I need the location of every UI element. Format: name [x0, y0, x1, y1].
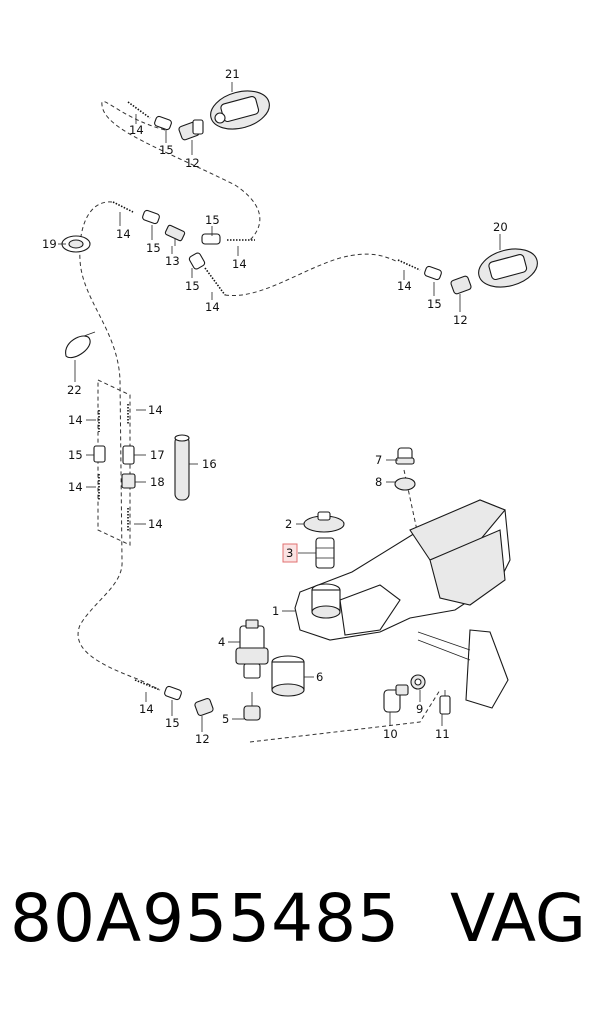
callout-21: 21: [225, 67, 240, 81]
t-connector-13: [164, 224, 186, 246]
grommet-8: [394, 477, 416, 491]
plug-7: [395, 447, 415, 465]
filler-neck: [311, 583, 341, 619]
callout-20: 20: [493, 220, 508, 234]
callout-15: 15: [427, 297, 442, 311]
spring-14-right: [397, 259, 421, 271]
callout-14: 14: [148, 517, 163, 531]
washer-jet-21: [210, 90, 270, 130]
gasket-9: [410, 674, 426, 690]
sleeve-15-r2c: [188, 252, 206, 270]
part-number: 80A955485: [10, 880, 401, 957]
washer-jet-20: [478, 248, 538, 288]
callout-15: 15: [146, 241, 161, 255]
connector-18-kit: [121, 473, 136, 489]
callout-22: 22: [67, 383, 82, 397]
washer-reservoir-1: [294, 499, 511, 709]
spring-14-top: [127, 101, 151, 119]
sleeve-15-kit: [93, 445, 106, 463]
callout-15: 15: [68, 448, 83, 462]
callout-14: 14: [148, 403, 163, 417]
filler-cap-2: [303, 511, 345, 533]
highlight-box-3: [282, 543, 298, 563]
callout-11: 11: [435, 727, 450, 741]
callout-14: 14: [116, 227, 131, 241]
callout-1: 1: [272, 604, 279, 618]
callout-17: 17: [150, 448, 165, 462]
callout-5: 5: [222, 712, 229, 726]
spring-14-r2c: [204, 267, 226, 296]
callout-12: 12: [453, 313, 468, 327]
grommet-19: [61, 235, 91, 253]
callout-14: 14: [205, 300, 220, 314]
sleeve-15-r2a: [142, 209, 160, 225]
hose-route-right: [224, 253, 399, 297]
elbow-12-top-b: [192, 119, 204, 135]
sleeve-15-bottom: [164, 685, 182, 701]
callout-4: 4: [218, 635, 225, 649]
parts-diagram: 21 14 15 12 19 14 15 13 15 14 15 14 20 1…: [42, 67, 538, 746]
spring-14-r2a: [112, 201, 134, 213]
callout-3: 3: [286, 546, 293, 560]
sleeve-17-kit: [122, 445, 135, 465]
callout-15: 15: [159, 143, 174, 157]
hose-route-main: [77, 201, 161, 691]
callout-14: 14: [68, 480, 83, 494]
hose-kit-box: [97, 379, 131, 546]
callout-14: 14: [397, 279, 412, 293]
callout-12: 12: [185, 156, 200, 170]
callout-14: 14: [232, 257, 247, 271]
callout-15: 15: [205, 213, 220, 227]
hose-16: [174, 434, 190, 501]
spring-14-bottom: [134, 679, 161, 691]
callout-14: 14: [139, 702, 154, 716]
callout-8: 8: [375, 475, 382, 489]
callout-12: 12: [195, 732, 210, 746]
callout-13: 13: [165, 254, 180, 268]
elbow-12-bottom: [194, 697, 214, 717]
hose-route-pump: [249, 689, 441, 743]
screw-11: [439, 690, 451, 715]
callout-7: 7: [375, 453, 382, 467]
callout-15: 15: [185, 279, 200, 293]
elbow-12-right: [450, 275, 472, 295]
sleeve-15-right: [424, 265, 442, 281]
callout-9: 9: [416, 702, 423, 716]
cable-tie-22: [65, 331, 96, 358]
footer: 80A955485 VAG: [0, 880, 600, 990]
callout-18: 18: [150, 475, 165, 489]
callout-19: 19: [42, 237, 57, 251]
sleeve-15-r2b: [201, 233, 221, 245]
callout-10: 10: [383, 727, 398, 741]
brand-name: VAG: [449, 880, 586, 957]
level-sensor-10: [383, 684, 409, 713]
callout-16: 16: [202, 457, 217, 471]
strainer-3: [315, 537, 335, 569]
washer-pump-4: [235, 619, 269, 679]
seal-6: [271, 655, 305, 697]
callout-15: 15: [165, 716, 180, 730]
callout-2: 2: [285, 517, 292, 531]
sleeve-15-top: [154, 115, 172, 131]
callout-14: 14: [68, 413, 83, 427]
grommet-5: [243, 692, 261, 721]
callout-6: 6: [316, 670, 323, 684]
leader-lines: [58, 82, 501, 732]
callout-14: 14: [129, 123, 144, 137]
